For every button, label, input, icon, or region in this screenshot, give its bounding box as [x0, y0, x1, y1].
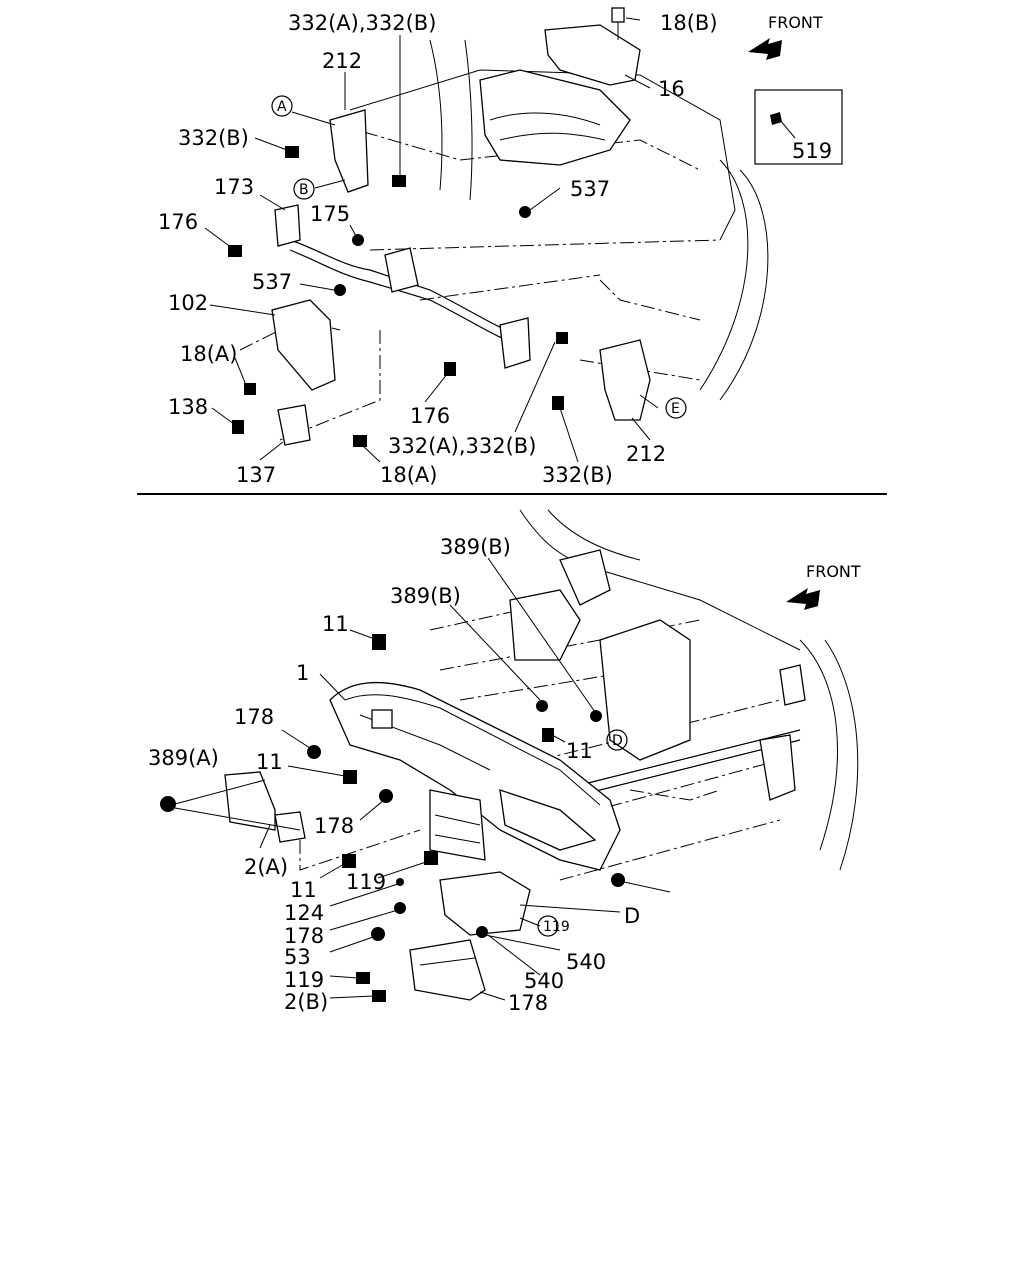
- callout: 178: [508, 991, 548, 1015]
- callout: 540: [524, 969, 564, 993]
- callout: 178: [284, 924, 324, 948]
- callout: 389(B): [390, 584, 461, 608]
- circled-callout: B: [299, 182, 309, 198]
- callout: 176: [410, 404, 450, 428]
- callout: 1: [296, 661, 309, 685]
- circled-callout: D: [612, 733, 623, 749]
- callout: 137: [236, 463, 276, 487]
- callout: 332(A),332(B): [288, 11, 436, 35]
- callout: 11: [566, 739, 593, 763]
- inset-label: 519: [792, 139, 832, 163]
- callout: 173: [214, 175, 254, 199]
- circled-callout: E: [671, 401, 680, 417]
- callout: 119: [346, 870, 386, 894]
- callout: 11: [322, 612, 349, 636]
- top-diagram: FRONT 519 332(A),332(B) 18(B) 212 16 A 3…: [158, 7, 843, 487]
- callout: 18(A): [380, 463, 437, 487]
- callout: 332(B): [178, 126, 249, 150]
- callout: 540: [566, 950, 606, 974]
- callout: D: [624, 904, 640, 928]
- callout: 138: [168, 395, 208, 419]
- callout: 212: [322, 49, 362, 73]
- callout: 537: [570, 177, 610, 201]
- callout: 389(A): [148, 746, 219, 770]
- callout: 16: [658, 77, 685, 101]
- bottom-diagram: FRONT 389(B) 389(B) 11 1 178 11 389(A) D…: [148, 509, 861, 1015]
- callout: 178: [314, 814, 354, 838]
- callout: 178: [234, 705, 274, 729]
- callout: 2(A): [244, 855, 288, 879]
- callout: 176: [158, 210, 198, 234]
- callout: 537: [252, 270, 292, 294]
- callout: 53: [284, 945, 311, 969]
- top-front-label: FRONT: [768, 13, 823, 32]
- callout: 2(B): [284, 990, 328, 1014]
- callout: 332(A),332(B): [388, 434, 536, 458]
- callout: 119: [284, 968, 324, 992]
- bottom-front-label: FRONT: [806, 562, 861, 581]
- inset-box: [754, 89, 843, 165]
- circled-callout: A: [277, 99, 287, 115]
- callout: 18(B): [660, 11, 718, 35]
- callout: 18(A): [180, 342, 237, 366]
- callout: 332(B): [542, 463, 613, 487]
- circled-callout: 119: [543, 919, 570, 935]
- callout: 124: [284, 901, 324, 925]
- callout: 175: [310, 202, 350, 226]
- callout: 389(B): [440, 535, 511, 559]
- callout: 212: [626, 442, 666, 466]
- callout: 11: [290, 878, 317, 902]
- callout: 102: [168, 291, 208, 315]
- callout: 11: [256, 750, 283, 774]
